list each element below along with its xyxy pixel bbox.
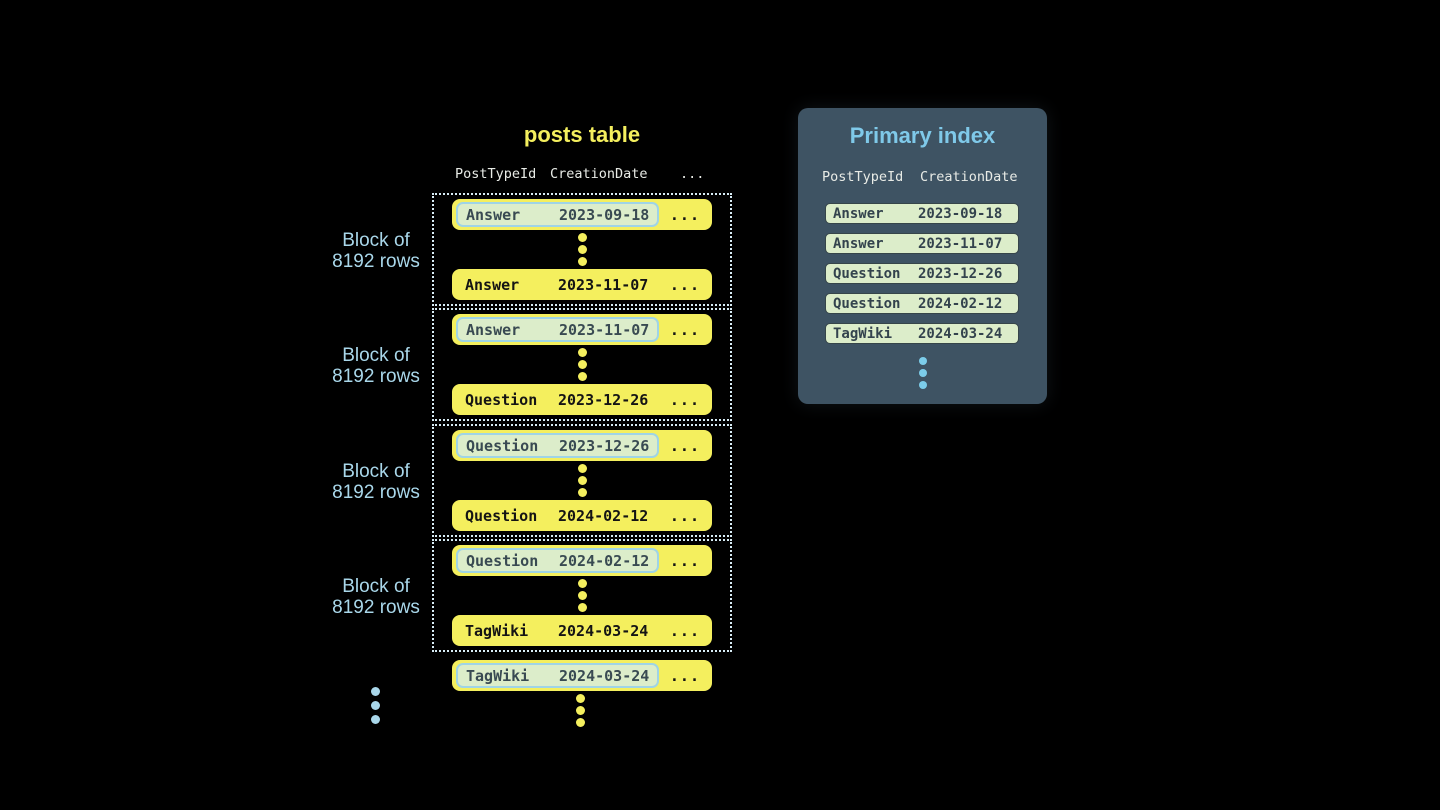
primary-index-column-headers: PostTypeId CreationDate [798, 169, 1047, 187]
column-header-creationdate: CreationDate [550, 166, 648, 182]
cell-more: ... [669, 275, 700, 294]
table-row-first: Question 2024-02-12 ... [452, 545, 712, 576]
cell-posttypeid: TagWiki [833, 325, 893, 342]
index-entry: Answer 2023-11-07 [825, 233, 1019, 254]
block-label-3: Block of 8192 rows [300, 461, 452, 503]
cell-creationdate: 2023-09-18 [918, 205, 1003, 222]
column-header-more: ... [680, 166, 705, 182]
block-label-2: Block of 8192 rows [300, 345, 452, 387]
cell-creationdate: 2024-02-12 [558, 506, 649, 525]
cell-posttypeid: Question [466, 436, 539, 455]
cell-creationdate: 2023-12-26 [559, 436, 650, 455]
index-entry: Question 2023-12-26 [825, 263, 1019, 284]
ellipsis-dots-vertical [577, 232, 587, 268]
column-header-posttypeid: PostTypeId [455, 166, 537, 182]
cell-more: ... [669, 320, 700, 339]
cell-posttypeid: Answer [466, 320, 521, 339]
table-row-last: Question 2024-02-12 ... [452, 500, 712, 531]
block-label-line1: Block of [342, 461, 410, 482]
cell-creationdate: 2024-03-24 [559, 666, 650, 685]
cell-posttypeid: Question [465, 506, 538, 525]
index-entry: Question 2024-02-12 [825, 293, 1019, 314]
cell-more: ... [669, 436, 700, 455]
cell-posttypeid: Answer [465, 275, 520, 294]
table-row-first: Question 2023-12-26 ... [452, 430, 712, 461]
cell-posttypeid: Question [833, 295, 901, 312]
cell-posttypeid: Answer [466, 205, 521, 224]
posts-table-title: posts table [523, 122, 641, 147]
cell-creationdate: 2023-11-07 [558, 275, 649, 294]
highlighted-key: Question 2024-02-12 [456, 548, 660, 573]
more-blocks-dots [371, 684, 380, 726]
cell-creationdate: 2023-09-18 [559, 205, 650, 224]
column-header-creationdate: CreationDate [920, 169, 1018, 185]
table-row-first: Answer 2023-09-18 ... [452, 199, 712, 230]
cell-creationdate: 2024-03-24 [558, 621, 649, 640]
block-label-line2: 8192 rows [332, 482, 420, 503]
block-label-line2: 8192 rows [332, 251, 420, 272]
highlighted-key: Question 2023-12-26 [456, 433, 660, 458]
cell-creationdate: 2024-03-24 [918, 325, 1003, 342]
block-label-line1: Block of [342, 345, 410, 366]
cell-creationdate: 2024-02-12 [559, 551, 650, 570]
highlighted-key: Answer 2023-11-07 [456, 317, 660, 342]
cell-more: ... [669, 551, 700, 570]
ellipsis-dots-vertical [918, 355, 927, 391]
block-label-1: Block of 8192 rows [300, 230, 452, 272]
table-row-first: Answer 2023-11-07 ... [452, 314, 712, 345]
cell-posttypeid: TagWiki [465, 621, 529, 640]
ellipsis-dots-vertical [576, 692, 585, 728]
primary-index-entries: Answer 2023-09-18 Answer 2023-11-07 Ques… [825, 203, 1019, 344]
rows-block-2: Answer 2023-11-07 ... Question 2023-12-2… [432, 308, 732, 421]
cell-more: ... [669, 666, 700, 685]
primary-index-title: Primary index [849, 123, 996, 148]
cell-creationdate: 2023-11-07 [918, 235, 1003, 252]
cell-posttypeid: Answer [833, 235, 884, 252]
block-label-line2: 8192 rows [332, 597, 420, 618]
cell-creationdate: 2023-12-26 [918, 265, 1003, 282]
cell-more: ... [669, 621, 700, 640]
highlighted-key: Answer 2023-09-18 [456, 202, 660, 227]
block-label-line2: 8192 rows [332, 366, 420, 387]
rows-block-4: Question 2024-02-12 ... TagWiki 2024-03-… [432, 539, 732, 652]
ellipsis-dots-vertical [577, 347, 587, 383]
primary-index-panel: Primary index PostTypeId CreationDate An… [798, 108, 1047, 404]
highlighted-key: TagWiki 2024-03-24 [456, 663, 660, 688]
cell-posttypeid: TagWiki [466, 666, 530, 685]
ellipsis-dots-vertical [577, 578, 587, 614]
rows-block-1: Answer 2023-09-18 ... Answer 2023-11-07 … [432, 193, 732, 306]
cell-creationdate: 2024-02-12 [918, 295, 1003, 312]
block-label-line1: Block of [342, 230, 410, 251]
cell-posttypeid: Question [833, 265, 901, 282]
cell-creationdate: 2023-12-26 [558, 390, 649, 409]
table-row-last: Question 2023-12-26 ... [452, 384, 712, 415]
ellipsis-dots-vertical [577, 463, 587, 499]
table-row-overflow: TagWiki 2024-03-24 ... [452, 660, 712, 691]
rows-block-3: Question 2023-12-26 ... Question 2024-02… [432, 424, 732, 537]
cell-more: ... [669, 390, 700, 409]
table-row-last: TagWiki 2024-03-24 ... [452, 615, 712, 646]
table-row-last: Answer 2023-11-07 ... [452, 269, 712, 300]
cell-more: ... [669, 205, 700, 224]
cell-more: ... [669, 506, 700, 525]
block-label-4: Block of 8192 rows [300, 576, 452, 618]
column-header-posttypeid: PostTypeId [822, 169, 904, 185]
index-entry: Answer 2023-09-18 [825, 203, 1019, 224]
cell-creationdate: 2023-11-07 [559, 320, 650, 339]
index-entry: TagWiki 2024-03-24 [825, 323, 1019, 344]
posts-table-column-headers: PostTypeId CreationDate ... [452, 166, 722, 184]
cell-posttypeid: Answer [833, 205, 884, 222]
block-label-line1: Block of [342, 576, 410, 597]
cell-posttypeid: Question [465, 390, 538, 409]
cell-posttypeid: Question [466, 551, 539, 570]
